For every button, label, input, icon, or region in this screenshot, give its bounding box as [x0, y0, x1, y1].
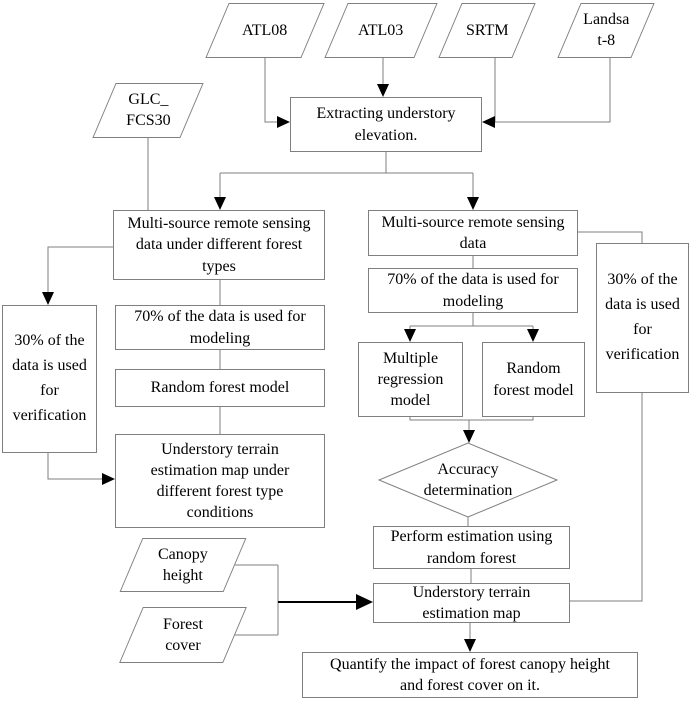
- node-accuracy-label: Accuracy determination: [423, 460, 513, 499]
- connector-multisource-verify-left: [42, 246, 113, 305]
- node-verify30-right-label: 30% of the data is used for verification: [605, 271, 680, 363]
- node-perform-estimation: Perform estimation using random forest: [373, 526, 570, 569]
- connector-terrainmap-quantify: [464, 623, 476, 652]
- node-verify30-right: 30% of the data is used for verification: [596, 243, 689, 393]
- node-atl08-label: ATL08: [242, 21, 288, 39]
- node-quantify-impact-label: Quantify the impact of forest canopy hei…: [330, 655, 610, 694]
- connector-verify-right-terrainmap: [570, 393, 643, 602]
- node-perform-estimation-label: Perform estimation using random forest: [390, 528, 553, 567]
- arrowhead: [527, 329, 539, 342]
- node-multisource-right-label: Multi-source remote sensing data: [381, 213, 565, 252]
- node-model70-right-label: 70% of the data is used for modeling: [387, 271, 559, 310]
- node-glc-fcs30-label: GLC_ FCS30: [125, 91, 171, 130]
- arrowhead: [467, 197, 479, 210]
- node-multiple-regression: Multiple regression model: [358, 342, 463, 417]
- node-terrain-estimation-map-label: Understory terrain estimation map: [412, 583, 531, 622]
- connector-extract-split: [214, 152, 479, 210]
- connector-atl03-extract: [377, 58, 389, 97]
- node-multiple-regression-label: Multiple regression model: [377, 349, 444, 410]
- node-model70-left-label: 70% of the data is used for modeling: [134, 308, 306, 347]
- node-atl03-label: ATL03: [358, 21, 404, 39]
- node-verify30-left: 30% of the data is used for verification: [2, 305, 97, 453]
- arrowhead: [42, 292, 54, 305]
- node-quantify-impact: Quantify the impact of forest canopy hei…: [302, 652, 638, 698]
- connector-atl08-extract: [264, 58, 290, 128]
- node-extracting-understory-elevation: Extracting understory elevation.: [290, 97, 482, 152]
- node-random-forest-left-label: Random forest model: [150, 379, 290, 397]
- connector-multisource-verify-right: [578, 231, 643, 243]
- arrowhead: [404, 329, 416, 342]
- node-model70-right: 70% of the data is used for modeling: [368, 268, 578, 313]
- arrowhead: [377, 84, 389, 97]
- node-accuracy-determination: Accuracy determination: [379, 443, 557, 517]
- connector-srtm-landsat-extract: [482, 58, 611, 128]
- accuracy-diamond-shape: [377, 442, 559, 518]
- node-model70-left: 70% of the data is used for modeling: [115, 305, 325, 350]
- arrowhead: [482, 116, 495, 128]
- connector-canopy-forest-terrainmap: [235, 564, 373, 636]
- connector-model70-split: [404, 313, 539, 342]
- node-random-forest-right-label: Random forest model: [493, 360, 574, 399]
- connector-verify-terrainmap-left: [47, 453, 115, 485]
- arrowhead: [463, 430, 475, 443]
- node-srtm-label: SRTM: [465, 21, 509, 39]
- node-canopy-height-label: Canopy height: [158, 545, 208, 584]
- node-terrain-estimation-map: Understory terrain estimation map: [373, 583, 570, 623]
- node-landsat8-label: Landsa t-8: [582, 11, 630, 50]
- node-multisource-forest-types: Multi-source remote sensing data under d…: [113, 210, 325, 280]
- node-extract-label: Extracting understory elevation.: [316, 105, 456, 144]
- node-terrain-map-forest-types: Understory terrain estimation map under …: [115, 434, 325, 528]
- arrowhead: [356, 594, 373, 610]
- connector-models-accuracy: [409, 417, 534, 443]
- node-multisource-forest-types-label: Multi-source remote sensing data under d…: [127, 215, 311, 275]
- node-multisource-right: Multi-source remote sensing data: [368, 210, 578, 256]
- node-terrain-map-forest-types-label: Understory terrain estimation map under …: [150, 440, 290, 522]
- arrowhead: [277, 116, 290, 128]
- arrowhead: [102, 473, 115, 485]
- node-random-forest-left: Random forest model: [115, 369, 325, 407]
- arrowhead: [214, 197, 226, 210]
- arrowhead: [464, 639, 476, 652]
- node-verify30-left-label: 30% of the data is used for verification: [12, 332, 87, 424]
- node-forest-cover-label: Forest cover: [163, 615, 203, 654]
- node-random-forest-right: Random forest model: [482, 342, 585, 417]
